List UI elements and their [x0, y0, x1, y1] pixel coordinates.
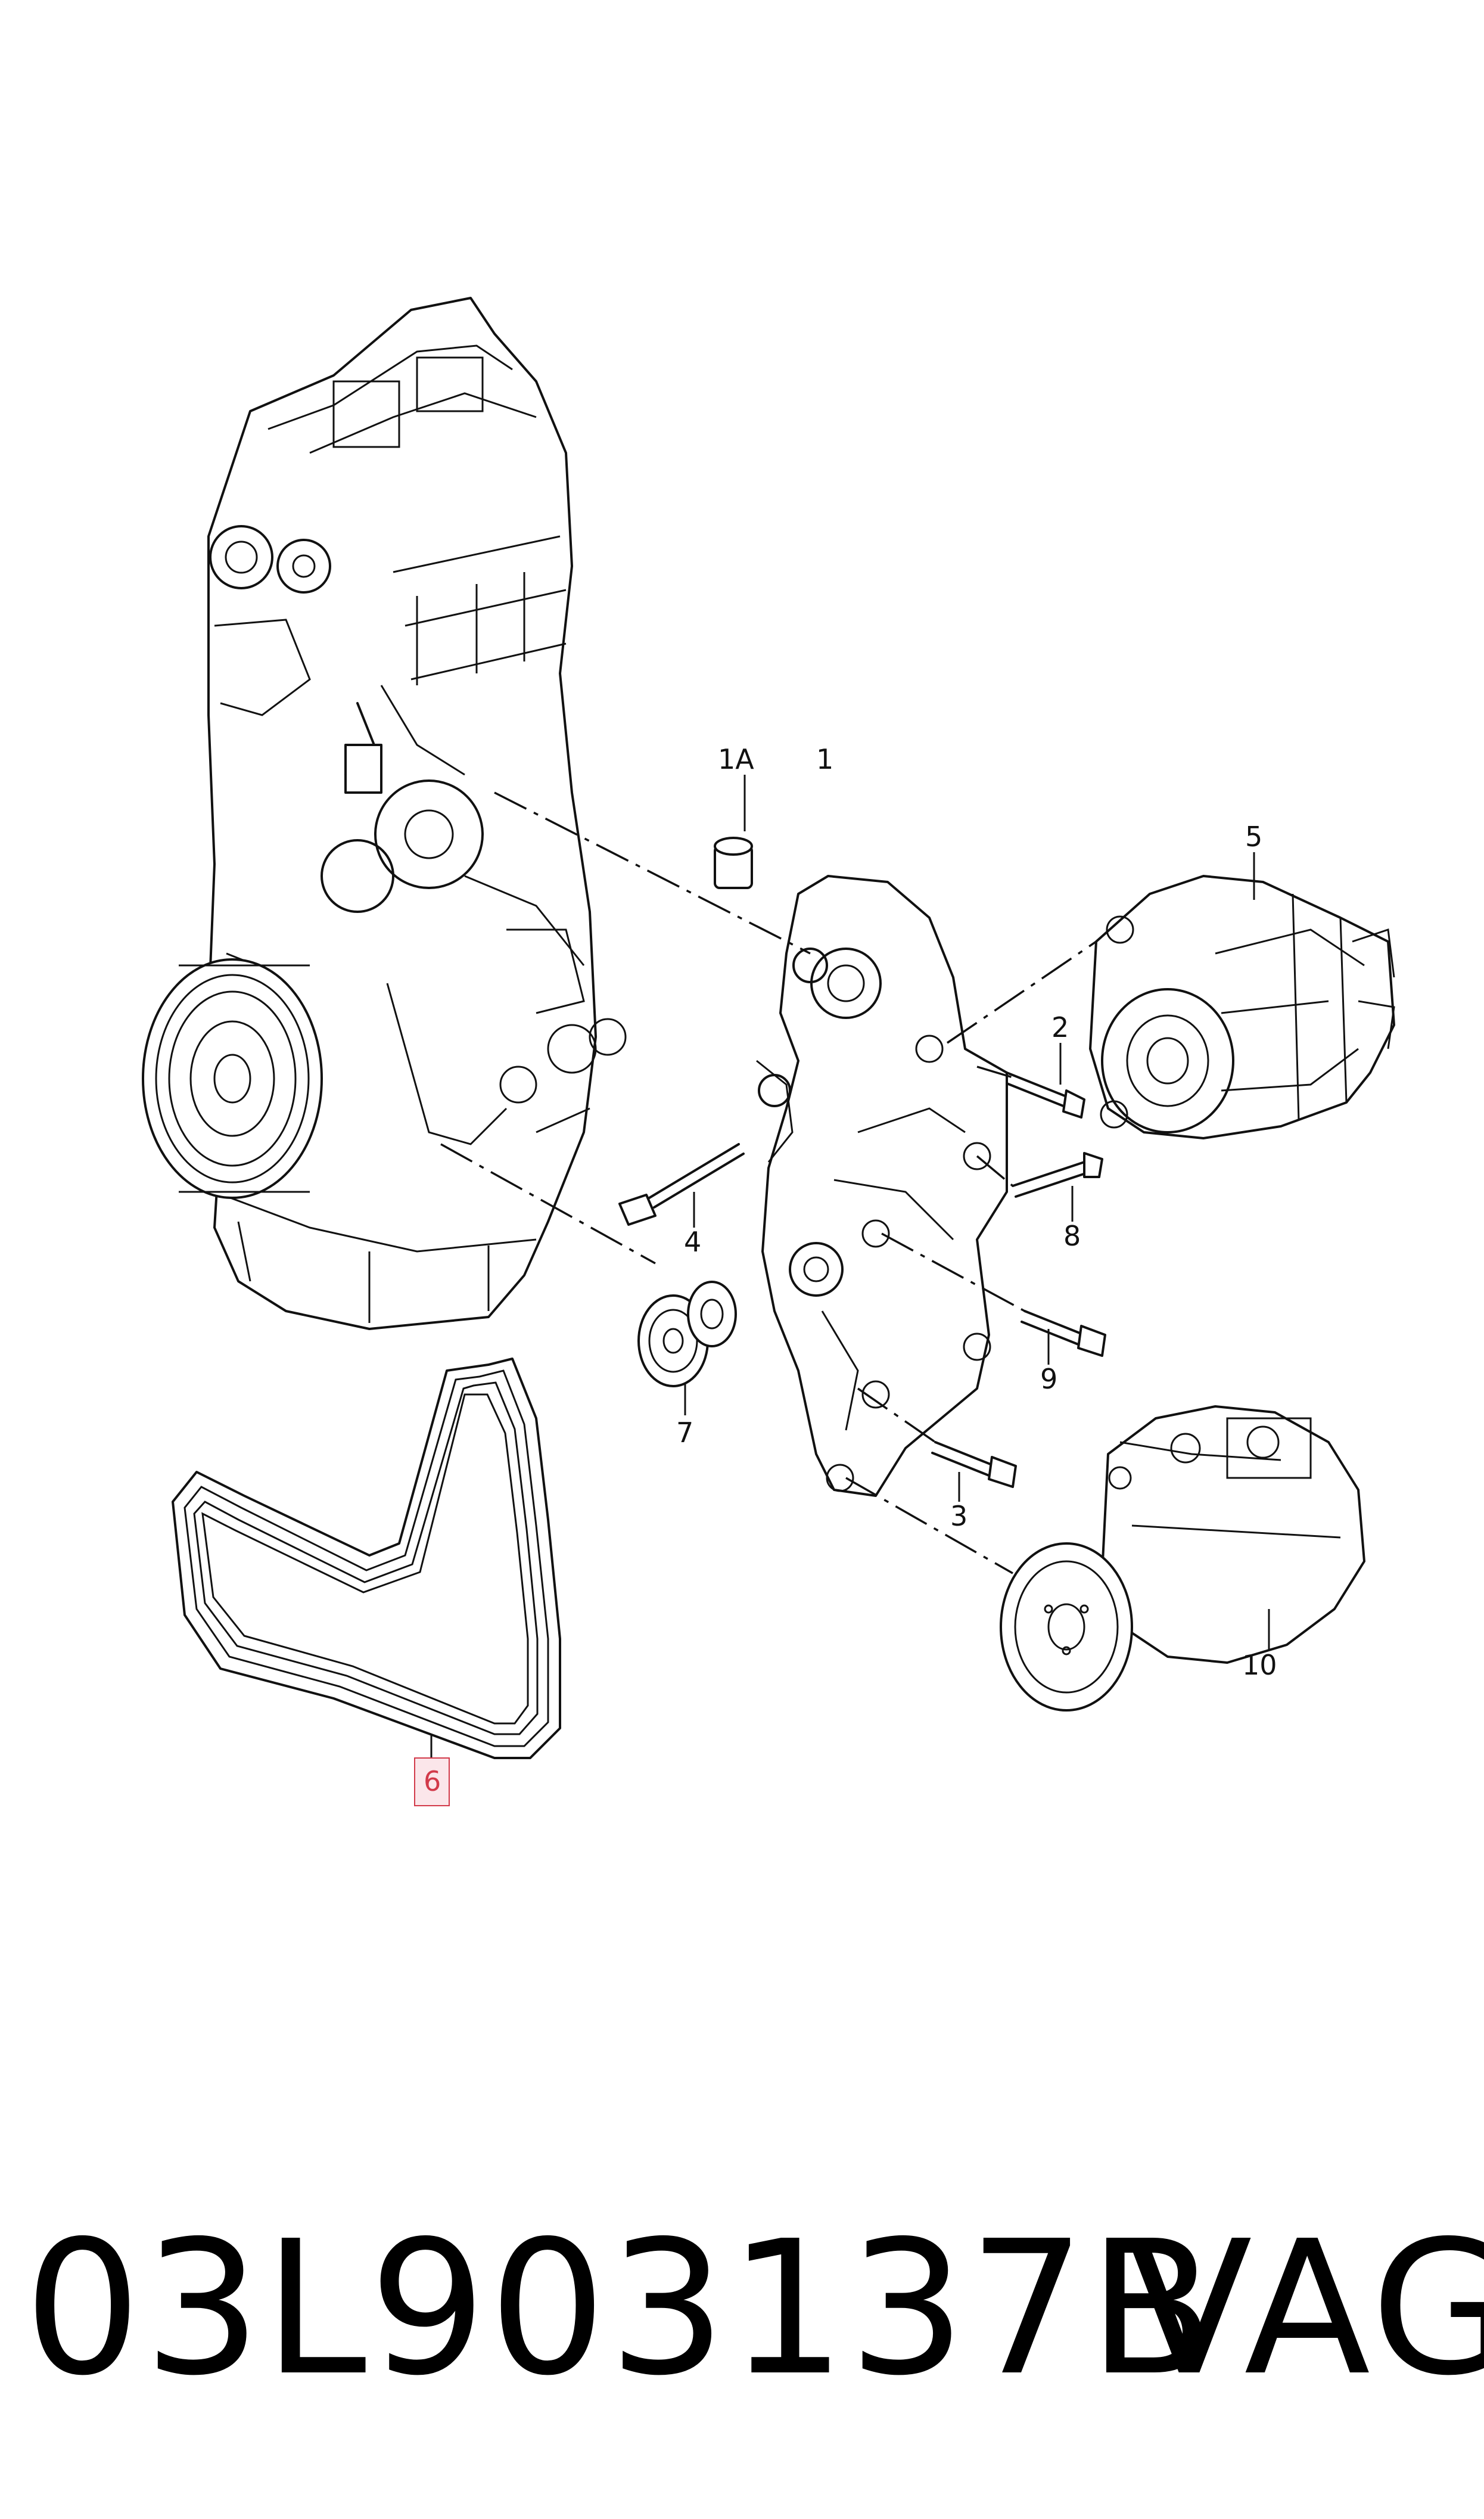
ac-compressor [1000, 1405, 1365, 1712]
bolt-part-2 [1006, 1043, 1085, 1119]
alternator [1089, 852, 1395, 1139]
callout-4: 4 [684, 1226, 701, 1258]
callout-2: 2 [1051, 1011, 1069, 1043]
v-ribbed-belt [172, 1358, 561, 1806]
callout-9: 9 [1040, 1363, 1057, 1395]
part-number: 03L903137B [24, 2201, 1218, 2416]
bolt-part-9 [1021, 1310, 1106, 1365]
callout-1A: 1A [718, 743, 754, 775]
tensioner-roller [637, 1281, 737, 1415]
callout-5: 5 [1245, 821, 1262, 853]
assembly-leader-lines [440, 791, 1097, 1574]
callout-7: 7 [676, 1417, 693, 1449]
callout-1: 1 [816, 743, 833, 775]
callout-6-highlighted: 6 [424, 1765, 441, 1797]
brand-name: VAG [1126, 2201, 1484, 2416]
bolt-part-8 [1012, 1152, 1103, 1222]
exploded-parts-diagram: 1A 1 5 2 8 4 9 7 3 10 6 [142, 297, 1395, 1806]
crankshaft-pulley [142, 958, 323, 1199]
callout-10: 10 [1242, 1649, 1277, 1681]
callout-labels: 1A 1 5 2 8 4 9 7 3 10 6 [424, 743, 1277, 1797]
mounting-bracket [756, 875, 1008, 1497]
callout-8: 8 [1063, 1220, 1081, 1252]
sleeve-part-1A [714, 775, 753, 889]
callout-3: 3 [950, 1500, 967, 1532]
bolt-part-4 [618, 1143, 745, 1228]
bolt-part-3 [931, 1441, 1017, 1502]
